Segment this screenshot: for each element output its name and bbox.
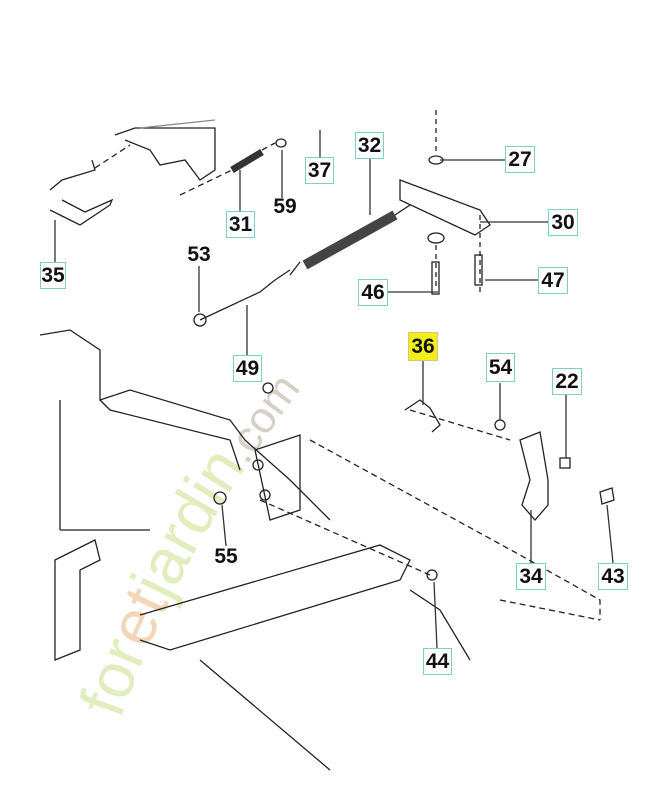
lever-30 (399, 179, 491, 236)
nut-53 (193, 313, 207, 327)
callout-46[interactable]: 46 (358, 279, 388, 306)
leader-lines (54, 130, 614, 649)
side-panel (54, 539, 101, 661)
rod-part (49, 159, 114, 226)
callout-label: 30 (551, 211, 575, 234)
callout-32[interactable]: 32 (355, 132, 384, 159)
callout-44[interactable]: 44 (423, 648, 452, 675)
small-spring (230, 148, 264, 174)
callout-label: 44 (425, 650, 450, 673)
pin-36 (404, 399, 441, 433)
callout-37[interactable]: 37 (305, 157, 334, 184)
callout-30[interactable]: 30 (548, 209, 578, 236)
watermark: foretjardin.com (65, 365, 309, 725)
callout-47[interactable]: 47 (538, 267, 568, 294)
callout-53[interactable]: 53 (184, 243, 214, 267)
rod-49 (199, 269, 291, 321)
callout-label: 22 (555, 370, 579, 393)
nut-54 (494, 419, 506, 431)
callout-36-highlighted[interactable]: 36 (408, 332, 438, 361)
callout-label: 36 (411, 335, 435, 358)
callout-49[interactable]: 49 (233, 355, 262, 382)
callout-label: 34 (519, 565, 543, 588)
callout-label: 53 (187, 243, 211, 266)
callout-27[interactable]: 27 (505, 146, 535, 173)
callout-label: 32 (357, 134, 382, 157)
callout-55[interactable]: 55 (211, 545, 241, 569)
callout-22[interactable]: 22 (552, 368, 582, 395)
bolt-43 (599, 487, 615, 505)
bushing-22 (559, 457, 571, 469)
callout-54[interactable]: 54 (486, 353, 515, 382)
bottom-plate (139, 544, 411, 651)
callout-label: 59 (273, 195, 297, 218)
callout-35[interactable]: 35 (40, 262, 66, 289)
bolt-47 (474, 254, 483, 286)
nut-55 (213, 491, 227, 505)
callout-label: 46 (361, 281, 385, 304)
nut-44 (426, 569, 438, 581)
callout-label: 31 (228, 213, 253, 236)
callout-43[interactable]: 43 (598, 563, 628, 590)
plate (254, 434, 301, 521)
bracket-part (114, 127, 216, 181)
callout-label: 35 (41, 264, 65, 287)
callout-label: 49 (235, 357, 260, 380)
callout-59[interactable]: 59 (270, 195, 300, 219)
callout-31[interactable]: 31 (226, 211, 255, 238)
long-spring (302, 210, 398, 270)
bracket-34 (519, 431, 549, 521)
washer-59 (275, 138, 287, 148)
callout-label: 27 (508, 148, 532, 171)
callout-label: 47 (541, 269, 565, 292)
bolt-46 (431, 261, 440, 295)
frame (39, 329, 331, 521)
callout-label: 55 (214, 545, 238, 568)
callout-label: 54 (488, 356, 513, 379)
parts-linework (39, 110, 615, 771)
callout-34[interactable]: 34 (516, 563, 546, 590)
callout-label: 37 (307, 159, 332, 182)
callout-label: 43 (601, 565, 625, 588)
